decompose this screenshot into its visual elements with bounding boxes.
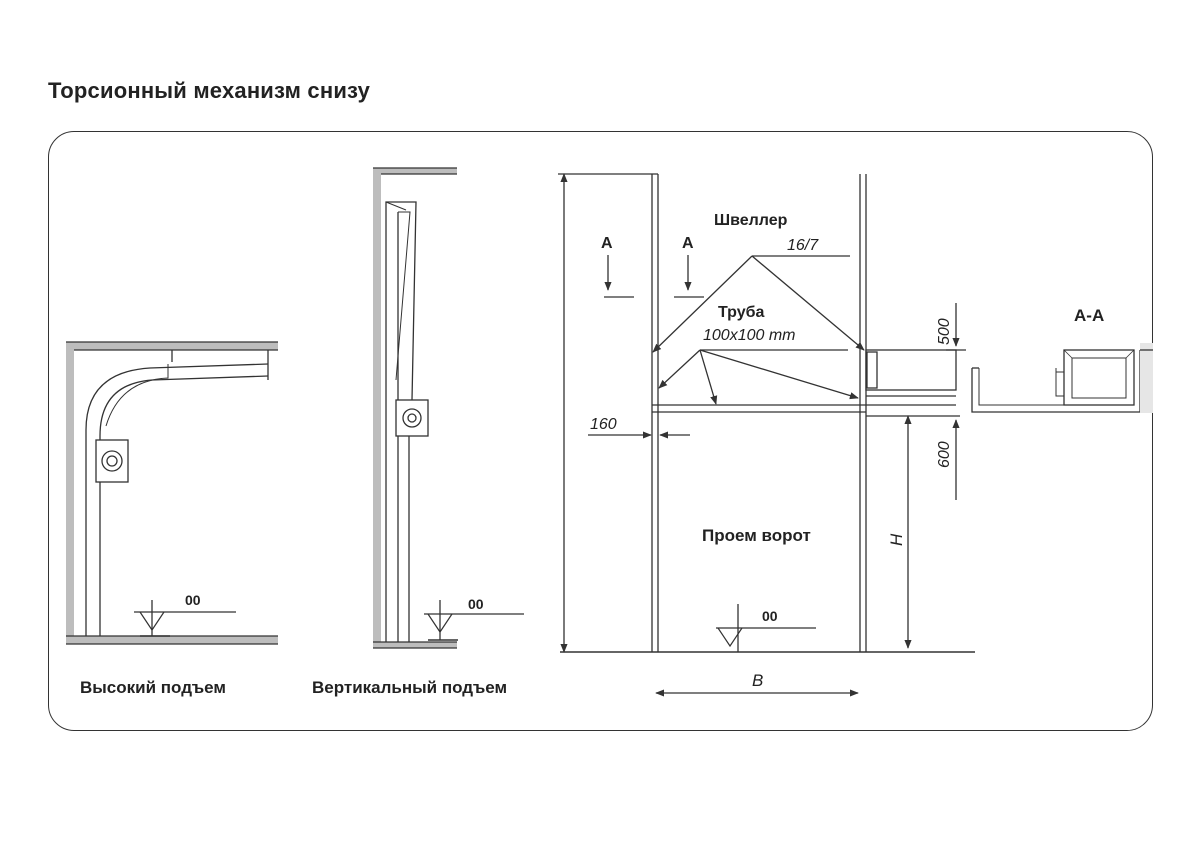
tube-size: 100x100 mm <box>703 327 796 344</box>
channel-size: 16/7 <box>787 237 819 254</box>
high-lift-ceiling <box>66 342 278 350</box>
vertical-lift-caption: Вертикальный подъем <box>312 678 507 697</box>
height-symbol: H <box>887 533 906 546</box>
high-lift-caption: Высокий подъем <box>80 678 226 697</box>
section-mark-left: A <box>601 235 613 252</box>
high-lift-floor <box>66 636 278 644</box>
dim-160-label: 160 <box>590 416 617 433</box>
channel-beam <box>865 349 957 391</box>
section-aa-diagram <box>971 343 1153 413</box>
high-lift-track-outer <box>85 363 269 636</box>
high-lift-shaft-icon <box>101 450 123 472</box>
front-level-mark: 00 <box>762 608 778 624</box>
section-title: A-A <box>1074 306 1104 325</box>
page-title: Торсионный механизм снизу <box>48 78 371 103</box>
width-symbol: B <box>752 671 763 690</box>
high-lift-track-inner <box>99 375 269 636</box>
vertical-lift-track-outer <box>385 201 417 642</box>
vertical-lift-bracket <box>395 399 429 437</box>
vertical-lift-ceiling <box>373 168 457 174</box>
high-lift-bracket <box>95 439 129 483</box>
high-lift-level-mark: 00 <box>185 592 201 608</box>
opening-label: Проем ворот <box>702 526 811 545</box>
tube-label: Труба <box>718 304 765 321</box>
vertical-lift-shaft-icon <box>402 408 422 428</box>
high-lift-diagram <box>66 341 278 645</box>
high-lift-wall <box>66 342 74 642</box>
section-mark-right: A <box>682 235 694 252</box>
vertical-lift-diagram <box>373 167 524 649</box>
vertical-lift-level-mark: 00 <box>468 596 484 612</box>
channel-label: Швеллер <box>714 212 788 229</box>
vertical-lift-floor <box>373 642 457 648</box>
dim-600-label: 600 <box>936 441 953 468</box>
dim-500-label: 500 <box>936 318 953 345</box>
front-view-diagram <box>558 173 975 697</box>
diagram-frame <box>48 131 1153 731</box>
section-wall <box>1140 343 1153 413</box>
vertical-lift-wall <box>373 168 381 648</box>
